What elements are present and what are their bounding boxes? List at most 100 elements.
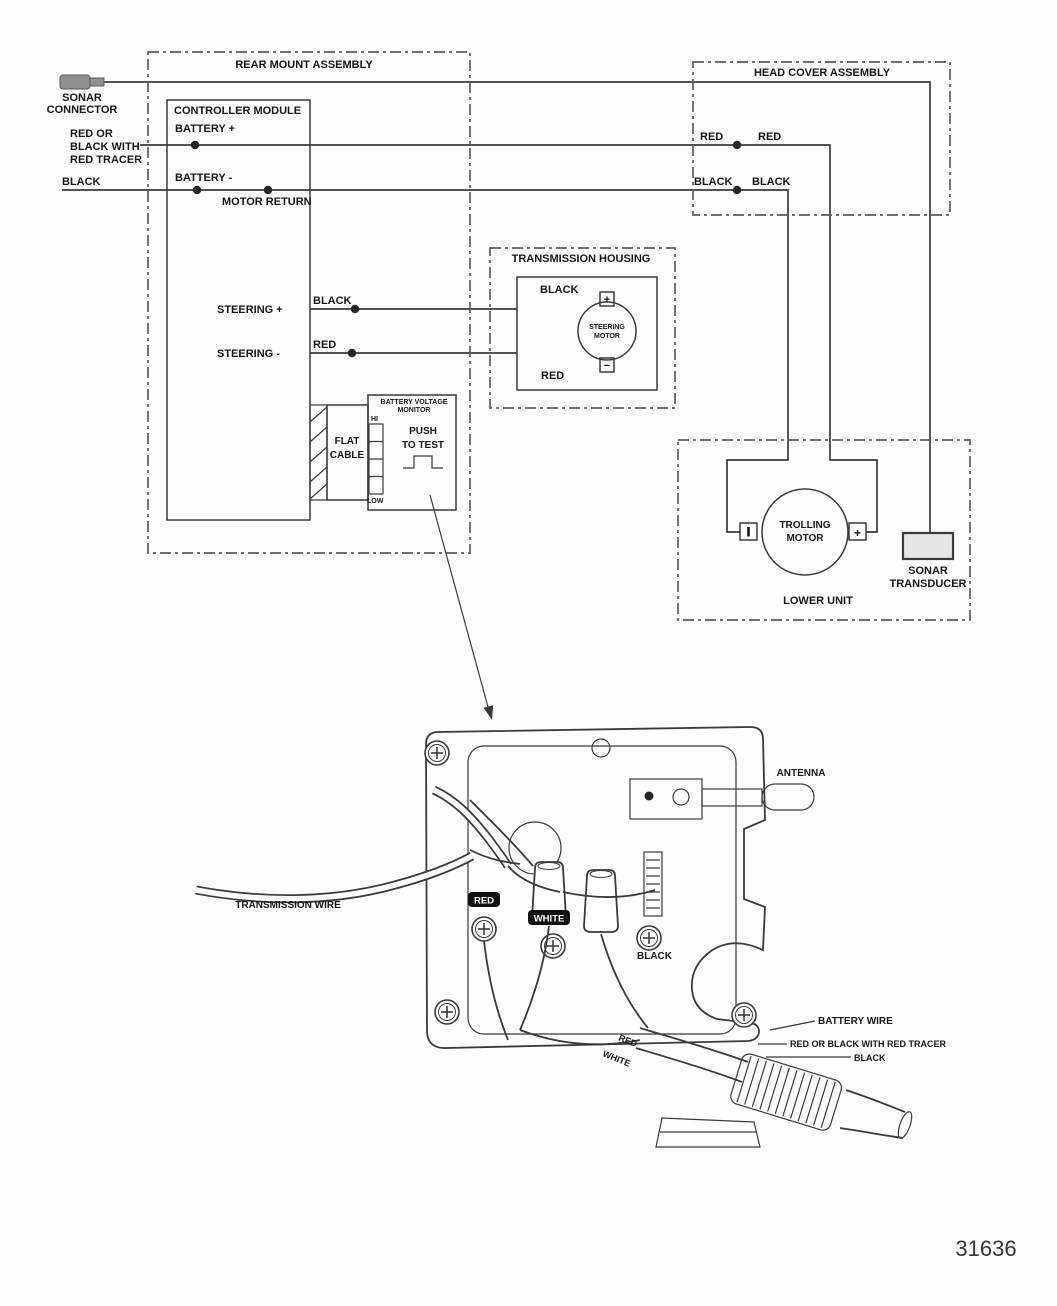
upper-left-cable-core (432, 787, 511, 868)
red-or-label: RED OR (70, 128, 113, 140)
cable-edge-bottom (635, 1047, 743, 1083)
battery-voltage-monitor: BATTERY VOLTAGE MONITOR HI LOW PUSH TO T… (367, 394, 457, 511)
housing-small-hole (591, 738, 611, 758)
black-with-label: BLACK WITH (70, 141, 140, 153)
tracer-wire-label: RED OR BLACK WITH RED TRACER (790, 1039, 946, 1049)
sonar-connector: SONAR CONNECTOR (47, 74, 117, 116)
antenna-bracket-hole-large (672, 788, 690, 806)
housing-inner-frame (467, 745, 737, 1035)
battery-plus-label: BATTERY + (175, 123, 235, 135)
ribbed-connector-ribs (646, 859, 660, 909)
controller-module-title: CONTROLLER MODULE (174, 105, 301, 117)
steering-minus-symbol: − (604, 360, 610, 372)
transmission-inner-box (516, 276, 658, 391)
th-black-label: BLACK (540, 284, 579, 296)
transmission-housing-box (489, 247, 676, 409)
low-label: LOW (367, 498, 384, 505)
cable-end-top (845, 1089, 906, 1113)
head-cover-assembly-box (692, 61, 951, 216)
antenna-cap (761, 783, 815, 811)
transmission-wire: TRANSMISSION WIRE (195, 852, 475, 911)
wires (62, 81, 931, 533)
battery-negative-black-wire (62, 189, 789, 533)
cable-end-cap (897, 1111, 913, 1139)
steering-black-wire-label: BLACK (313, 295, 352, 307)
hca-black-right-label: BLACK (752, 176, 791, 188)
red-tracer-label: RED TRACER (70, 154, 142, 166)
hca-red-left-label: RED (700, 131, 723, 143)
black-terminal-label: BLACK (637, 951, 673, 962)
trolling-motor-label-2: MOTOR (786, 533, 824, 544)
connection-dot (732, 140, 742, 150)
ribbed-connector-body (643, 851, 663, 917)
battery-wire-callouts: BATTERY WIRE RED OR BLACK WITH RED TRACE… (758, 1016, 946, 1063)
battery-wire-label: BATTERY WIRE (818, 1016, 893, 1027)
voltage-monitor-title-1: BATTERY VOLTAGE (381, 399, 448, 406)
transmission-housing: TRANSMISSION HOUSING BLACK RED STEERING … (489, 247, 676, 409)
cable-edge-top (639, 1027, 749, 1063)
transmission-wire-label: TRANSMISSION WIRE (235, 900, 341, 911)
screw-icon (471, 916, 497, 942)
screw-icon (636, 925, 662, 951)
antenna: ANTENNA (629, 768, 826, 820)
ribbed-connector (643, 851, 663, 917)
wire-curve (519, 925, 550, 1031)
connection-dots (190, 140, 742, 358)
head-cover-assembly: HEAD COVER ASSEMBLY RED RED BLACK BLACK (692, 61, 951, 216)
foot-bracket (655, 1117, 761, 1148)
schematic: SONAR CONNECTOR RED OR BLACK WITH RED TR… (47, 51, 971, 720)
wire-curve (469, 849, 521, 865)
white-badge-label: WHITE (534, 914, 565, 925)
wire-curve (600, 933, 649, 1029)
connection-dot (732, 185, 742, 195)
battery-minus-label: BATTERY - (175, 172, 233, 184)
black-wire-label: BLACK (62, 176, 101, 188)
push-to-test-label-1: PUSH (409, 426, 437, 437)
steering-motor-circle (577, 301, 637, 361)
hca-red-right-label: RED (758, 131, 781, 143)
connection-dot (190, 140, 200, 150)
transmission-wire-tube (195, 852, 475, 904)
housing-outline (425, 726, 766, 1049)
collar-ribs (736, 1056, 836, 1129)
leader-line (769, 1020, 816, 1031)
arrow-line (429, 494, 489, 708)
steering-plus-label: STEERING + (217, 304, 283, 316)
steering-motor-label-2: MOTOR (594, 333, 620, 340)
sonar-transducer-box (901, 531, 955, 561)
red-badge (468, 892, 500, 907)
trolling-motor-circle (761, 488, 849, 576)
hca-black-left-label: BLACK (694, 176, 733, 188)
sonar-transducer-label-2: TRANSDUCER (890, 578, 967, 590)
wire-curve (507, 865, 561, 893)
sonar-connector-label-1: SONAR (62, 92, 102, 104)
tm-plus-terminal (848, 522, 867, 541)
motor-return-label: MOTOR RETURN (222, 196, 312, 208)
antenna-rod (701, 788, 763, 807)
connection-dot (192, 185, 202, 195)
connection-dot (350, 304, 360, 314)
transmission-wire-tube-core (195, 853, 474, 902)
collar-body (730, 1053, 843, 1131)
trolling-motor-label-1: TROLLING (779, 520, 830, 531)
steering-red-wire-label: RED (313, 339, 336, 351)
antenna-label: ANTENNA (777, 768, 826, 779)
part-number: 31636 (955, 1236, 1016, 1261)
cable-red-label: RED (617, 1033, 639, 1050)
rear-mount-assembly-title: REAR MOUNT ASSEMBLY (235, 59, 373, 71)
controller-module-box (166, 99, 311, 521)
rear-mount-assembly-box (147, 51, 471, 554)
controller-module: CONTROLLER MODULE BATTERY + BATTERY - MO… (166, 99, 352, 521)
sonar-connector-icon-tip (89, 77, 105, 87)
steering-plus-symbol: + (604, 294, 610, 306)
led-bar-segments (369, 440, 383, 478)
connection-dot (347, 348, 357, 358)
lower-unit: LOWER UNIT TROLLING MOTOR + SONAR TRANSD… (677, 439, 971, 621)
screw-icon (424, 740, 450, 766)
black-wire-callout-label: BLACK (854, 1053, 886, 1063)
steering-motor-label-1: STEERING (589, 324, 625, 331)
arrow-head-icon (483, 705, 494, 720)
internal-wires (469, 799, 656, 1046)
wire-curve (562, 889, 656, 898)
screw-icon (731, 1002, 757, 1028)
